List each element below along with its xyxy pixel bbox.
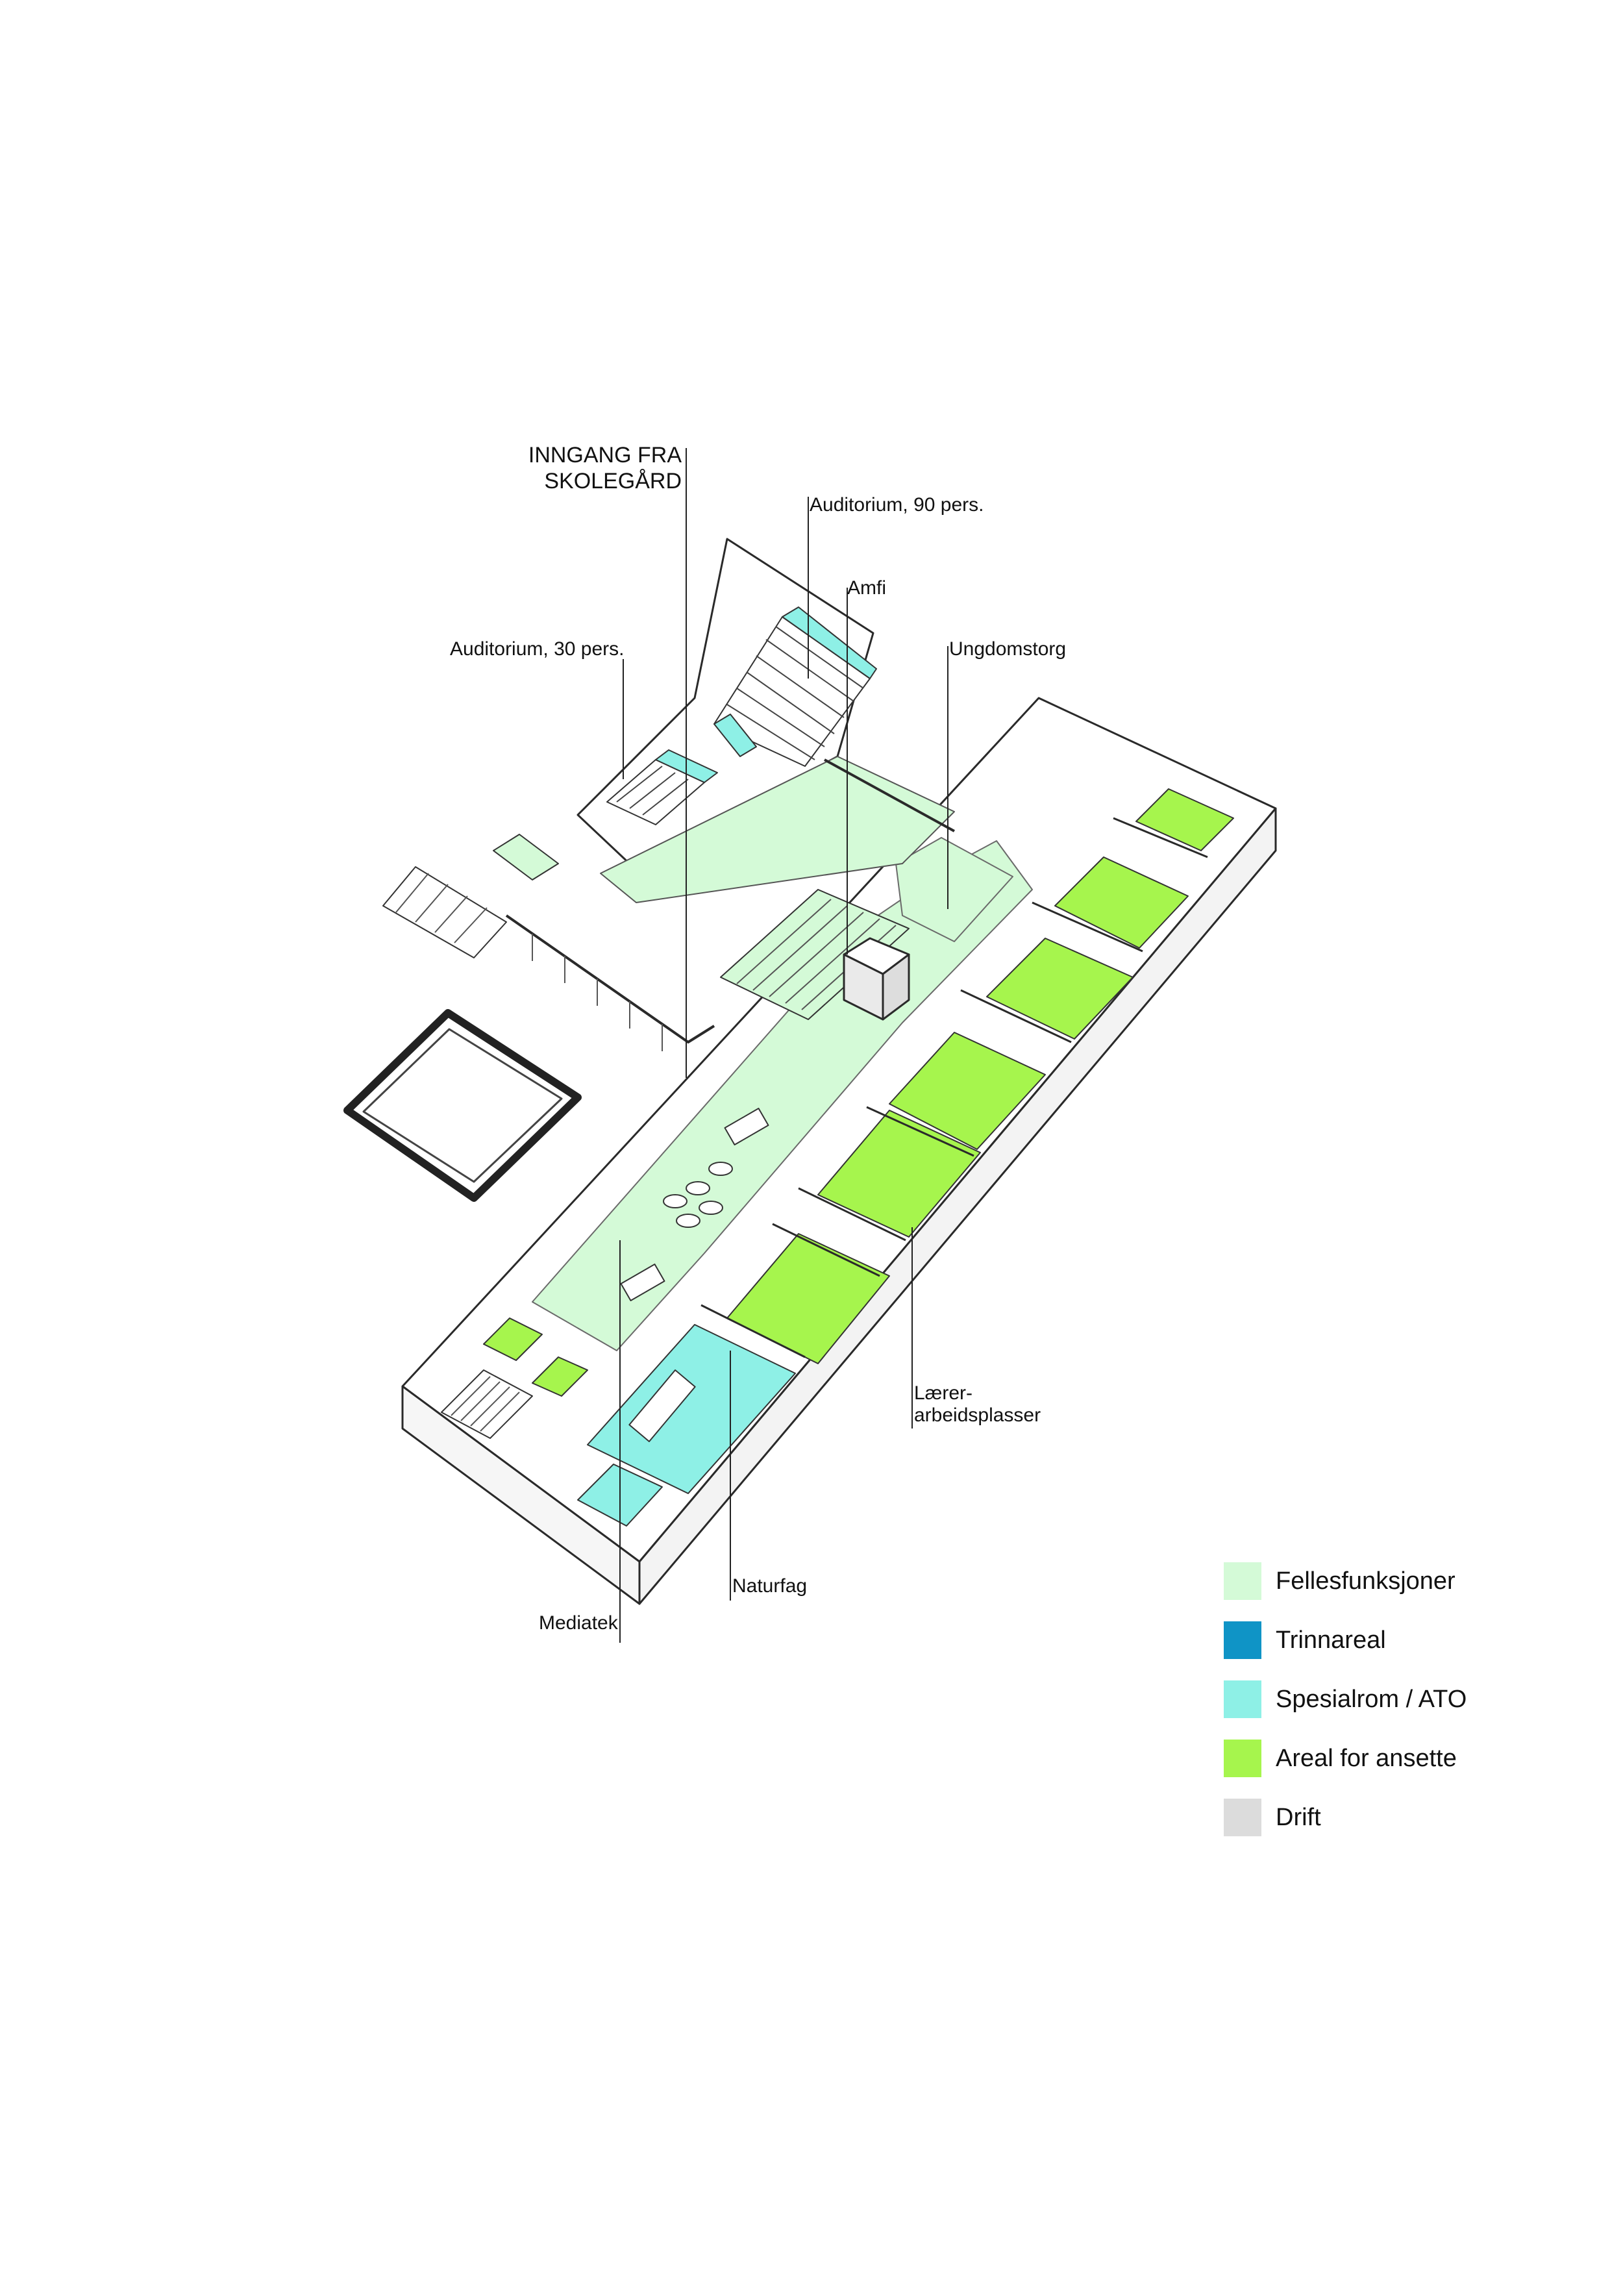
legend-swatch [1224, 1562, 1261, 1600]
legend-label: Spesialrom / ATO [1276, 1686, 1467, 1713]
courtyard-glazing-mullions [532, 934, 663, 1051]
auditorium-30-label: Auditorium, 30 pers. [450, 638, 625, 660]
laerer-label-line1: Lærer- [914, 1382, 973, 1404]
end-staircase-steps [451, 1376, 520, 1432]
color-legend: Fellesfunksjoner Trinnareal Spesialrom /… [1224, 1562, 1467, 1857]
mediatek-label: Mediatek [539, 1612, 618, 1634]
auditorium-90-strip [782, 606, 877, 679]
leader-lines [619, 448, 948, 1643]
corridor-furniture [620, 1108, 769, 1301]
auditorium-90-strip-2 [713, 714, 757, 757]
legend-swatch [1224, 1680, 1261, 1718]
legend-swatch [1224, 1799, 1261, 1836]
ungdomstorg-label: Ungdomstorg [949, 638, 1067, 660]
amfi-steps [736, 899, 897, 1010]
laerer-arbeidsplasser-rooms [726, 788, 1234, 1364]
legend-label: Trinnareal [1276, 1627, 1386, 1654]
laerer-label-line2: arbeidsplasser [914, 1404, 1041, 1426]
end-room-green-2 [532, 1356, 588, 1397]
auditorium-90-label: Auditorium, 90 pers. [810, 494, 984, 516]
legend-label: Fellesfunksjoner [1276, 1567, 1456, 1595]
auditorium-30-rows [616, 766, 689, 816]
legend-item: Spesialrom / ATO [1224, 1680, 1467, 1719]
lab-bench [628, 1369, 696, 1442]
legend-item: Drift [1224, 1798, 1467, 1837]
legend-swatch [1224, 1740, 1261, 1777]
courtyard-glazing-2 [824, 758, 955, 832]
ungdomstorg-area [895, 837, 1013, 942]
courtyard-glazing [505, 914, 715, 1043]
entry-ramp-green [493, 834, 559, 880]
amfi-label: Amfi [847, 577, 886, 599]
outdoor-stairs-steps [395, 873, 488, 943]
entrance-label-line1: INNGANG FRA [528, 443, 682, 468]
naturfag-room [587, 1324, 796, 1494]
square-frame-outer [343, 1009, 582, 1202]
outdoor-stairs [382, 866, 507, 958]
entrance-label-line2: SKOLEGÅRD [544, 469, 682, 493]
upper-corridor [600, 756, 955, 903]
main-wing-side-wall [638, 807, 1277, 1605]
end-room-green-1 [483, 1317, 543, 1361]
auditorium-90-rows [726, 626, 864, 760]
legend-label: Drift [1276, 1804, 1321, 1831]
square-frame-inner [362, 1028, 563, 1183]
legend-item: Trinnareal [1224, 1621, 1467, 1660]
lift-core-front [882, 953, 910, 1021]
naturfag-label: Naturfag [732, 1575, 808, 1597]
legend-swatch [1224, 1621, 1261, 1659]
legend-item: Areal for ansette [1224, 1739, 1467, 1778]
legend-item: Fellesfunksjoner [1224, 1562, 1467, 1601]
room-dividers [700, 817, 1208, 1358]
legend-label: Areal for ansette [1276, 1745, 1457, 1772]
amfi-stairs [720, 889, 910, 1020]
